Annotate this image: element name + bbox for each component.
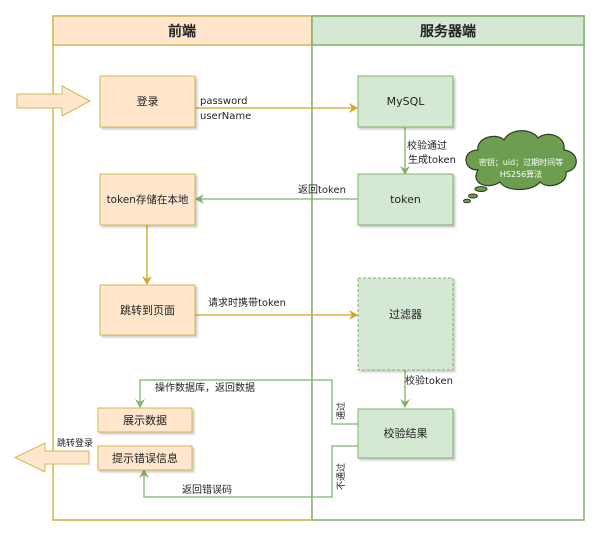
edge-label-generate-token: 生成token bbox=[408, 153, 456, 166]
node-show-error[interactable]: 提示错误信息 bbox=[97, 445, 193, 471]
node-filter-label: 过滤器 bbox=[389, 308, 422, 321]
edge-fail bbox=[139, 445, 358, 498]
node-show-data-label: 展示数据 bbox=[123, 413, 167, 427]
edge-label-return-error: 返回错误码 bbox=[182, 483, 232, 496]
lane-header-server bbox=[311, 15, 585, 46]
node-show-data[interactable]: 展示数据 bbox=[97, 407, 193, 433]
edge-label-verify-pass: 校验通过 bbox=[407, 139, 447, 152]
edge-label-return-token: 返回token bbox=[298, 184, 346, 196]
redirect-login-arrow bbox=[13, 442, 90, 473]
node-login[interactable]: 登录 bbox=[99, 75, 196, 128]
redirect-login-label: 跳转登录 bbox=[57, 437, 93, 449]
node-verify-result-label: 校验结果 bbox=[384, 426, 428, 440]
cloud-text-line2: HS256算法 bbox=[500, 169, 542, 179]
edge-label-pass: 通过 bbox=[335, 402, 347, 420]
node-token-store-label: token存储在本地 bbox=[107, 193, 189, 206]
lane-title-server: 服务器端 bbox=[420, 23, 476, 40]
node-token-store[interactable]: token存储在本地 bbox=[99, 173, 196, 226]
cloud-text-line1: 密钥；uid；过期时间等 bbox=[479, 157, 563, 167]
edge-label-request-with-token: 请求时携带token bbox=[208, 296, 286, 309]
lane-header-frontend bbox=[52, 15, 313, 46]
lane-title-frontend: 前端 bbox=[168, 23, 196, 40]
node-mysql[interactable]: MySQL bbox=[357, 75, 454, 128]
edge-label-username: userName bbox=[200, 111, 251, 122]
edge-label-password: password bbox=[200, 96, 247, 107]
edge-label-fail: 不通过 bbox=[335, 463, 347, 490]
entry-arrow bbox=[16, 85, 92, 117]
edge-label-return-data: 操作数据库，返回数据 bbox=[155, 381, 255, 394]
node-filter[interactable]: 过滤器 bbox=[357, 277, 454, 371]
edge-label-verify-token: 校验token bbox=[405, 374, 453, 387]
node-token[interactable]: token bbox=[357, 173, 454, 226]
thought-cloud: 密钥；uid；过期时间等 HS256算法 bbox=[463, 130, 577, 204]
node-verify-result[interactable]: 校验结果 bbox=[357, 408, 454, 459]
node-token-label: token bbox=[390, 193, 421, 206]
node-show-error-label: 提示错误信息 bbox=[112, 451, 178, 465]
node-jump-page[interactable]: 跳转到页面 bbox=[99, 284, 196, 336]
node-mysql-label: MySQL bbox=[387, 95, 426, 108]
node-login-label: 登录 bbox=[137, 94, 159, 108]
node-jump-page-label: 跳转到页面 bbox=[120, 303, 175, 317]
edge-pass bbox=[135, 379, 358, 425]
